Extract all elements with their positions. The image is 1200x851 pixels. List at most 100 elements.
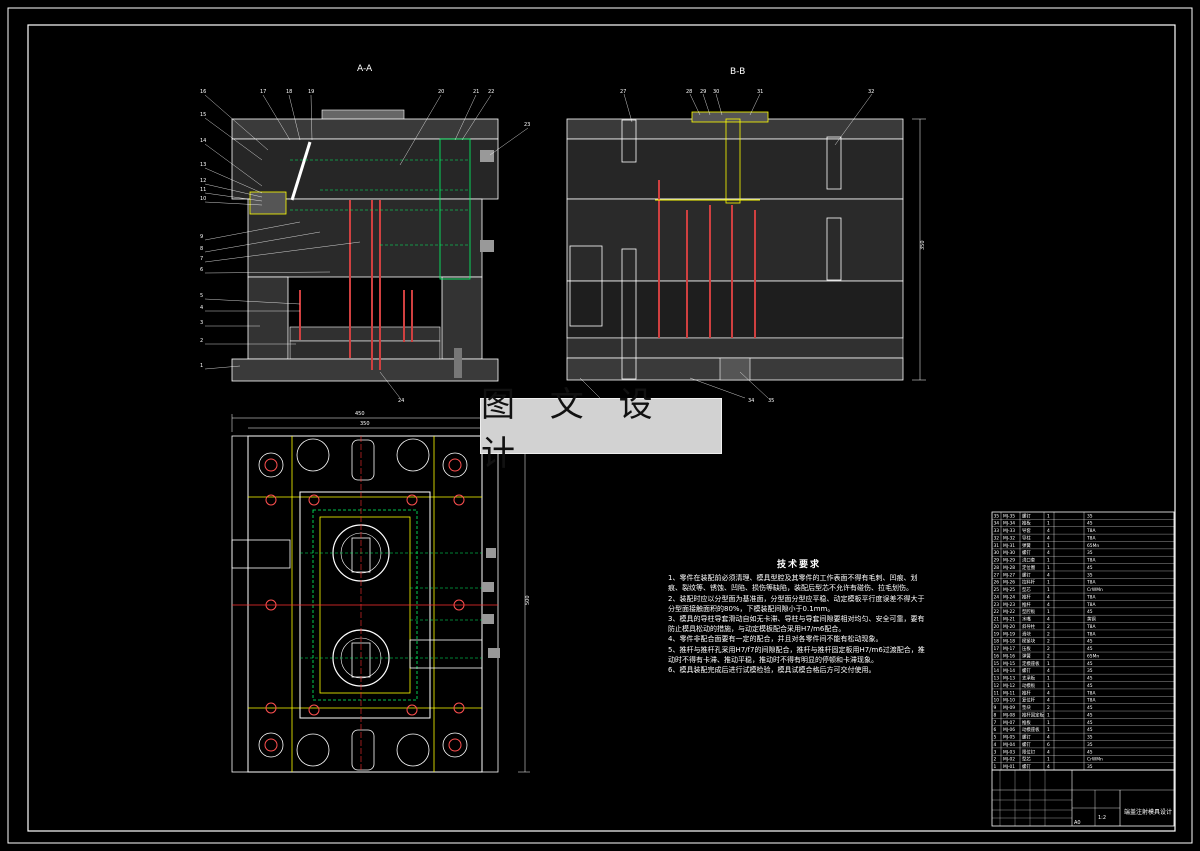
title-block-title: 端盖注射模具设计 xyxy=(1124,808,1172,816)
svg-text:23: 23 xyxy=(524,122,530,128)
svg-text:31: 31 xyxy=(757,89,763,95)
bom-cell: MJ-33 xyxy=(1003,528,1015,534)
bom-cell: MJ-21 xyxy=(1003,617,1015,623)
bom-cell: 拉料杆 xyxy=(1022,579,1036,586)
bom-cell: 4 xyxy=(1047,602,1050,608)
svg-text:5: 5 xyxy=(200,293,203,299)
bom-cell: 螺钉 xyxy=(1022,741,1031,748)
svg-text:500: 500 xyxy=(525,595,531,605)
bom-cell: 4 xyxy=(1047,698,1050,704)
bom-cell: 21 xyxy=(994,617,1000,623)
bom-cell: 4 xyxy=(1047,572,1050,578)
bom-cell: MJ-16 xyxy=(1003,653,1015,659)
bom-cell: 2 xyxy=(1047,639,1050,645)
bom-cell: CrWMn xyxy=(1087,587,1103,593)
bom-cell: 水嘴 xyxy=(1022,616,1031,623)
bom-cell: 34 xyxy=(994,521,1000,527)
bom-cell: 推杆 xyxy=(1022,593,1031,600)
bom-cell: 1 xyxy=(1047,565,1050,571)
bom-cell: MJ-23 xyxy=(1003,602,1015,608)
svg-text:350: 350 xyxy=(360,421,370,427)
svg-text:22: 22 xyxy=(488,89,494,95)
bom-cell: 4 xyxy=(1047,735,1050,741)
bom-cell: 限位钉 xyxy=(1022,748,1036,755)
bom-cell: 弹簧 xyxy=(1022,652,1031,659)
bom-cell: 28 xyxy=(994,565,1000,571)
title-block-scale: 1:2 xyxy=(1098,815,1106,821)
bom-cell: MJ-27 xyxy=(1003,572,1015,578)
bom-cell: 导柱 xyxy=(1022,534,1031,541)
watermark-banner: 图 文 设 计 xyxy=(480,385,722,474)
svg-text:17: 17 xyxy=(260,89,266,95)
bom-cell: 5 xyxy=(994,735,997,741)
bom-cell: 27 xyxy=(994,572,1000,578)
bom-cell: 29 xyxy=(994,558,1000,564)
bom-cell: MJ-34 xyxy=(1003,521,1015,527)
bom-cell: 1 xyxy=(1047,580,1050,586)
bom-cell: MJ-19 xyxy=(1003,631,1015,637)
bom-cell: T8A xyxy=(1086,558,1095,564)
bom-cell: 17 xyxy=(994,646,1000,652)
bom-cell: 35 xyxy=(994,513,1000,519)
bom-cell: 45 xyxy=(1087,705,1093,711)
svg-text:1: 1 xyxy=(200,363,203,369)
bom-cell: 2 xyxy=(1047,653,1050,659)
bom-cell: MJ-08 xyxy=(1003,712,1015,718)
bom-cell: 2 xyxy=(1047,705,1050,711)
bom-cell: MJ-02 xyxy=(1003,757,1015,763)
svg-text:28: 28 xyxy=(686,89,692,95)
bom-cell: 1 xyxy=(994,764,997,770)
bom-cell: 1 xyxy=(1047,661,1050,667)
svg-text:34: 34 xyxy=(748,398,754,404)
bom-frame xyxy=(991,511,1175,771)
bom-cell: 45 xyxy=(1087,727,1093,733)
bom-cell: 20 xyxy=(994,624,1000,630)
bom-cell: 螺钉 xyxy=(1022,763,1031,770)
bom-cell: 45 xyxy=(1087,639,1093,645)
notes-title: 技术要求 xyxy=(776,560,821,570)
svg-text:6: 6 xyxy=(200,267,203,273)
svg-text:16: 16 xyxy=(200,89,206,95)
bom-cell: 4 xyxy=(1047,528,1050,534)
svg-text:12: 12 xyxy=(200,178,206,184)
bom-cell: MJ-25 xyxy=(1003,587,1015,593)
svg-text:13: 13 xyxy=(200,162,206,168)
bom-cell: 45 xyxy=(1087,646,1093,652)
bom-cell: 螺钉 xyxy=(1022,667,1031,674)
bom-cell: 25 xyxy=(994,587,1000,593)
title-block: 1:2 A0 端盖注射模具设计 xyxy=(991,769,1175,827)
bom-cell: 35 xyxy=(1087,550,1093,556)
bom-cell: 1 xyxy=(1047,712,1050,718)
bom-cell: 推板 xyxy=(1022,719,1031,726)
svg-text:350: 350 xyxy=(920,240,926,250)
bom-cell: 10 xyxy=(994,698,1000,704)
bom-cell: 31 xyxy=(994,543,1000,549)
bom-cell: 斜导柱 xyxy=(1022,623,1036,630)
svg-text:20: 20 xyxy=(438,89,444,95)
bom-cell: 45 xyxy=(1087,712,1093,718)
bom-cell: 4 xyxy=(1047,550,1050,556)
bom-cell: MJ-09 xyxy=(1003,705,1015,711)
bom-cell: MJ-18 xyxy=(1003,639,1015,645)
bom-cell: 19 xyxy=(994,631,1000,637)
bom-cell: 4 xyxy=(994,742,997,748)
bom-cell: MJ-12 xyxy=(1003,683,1015,689)
bom-cell: 螺钉 xyxy=(1022,571,1031,578)
svg-text:3: 3 xyxy=(200,320,203,326)
bom-cell: MJ-22 xyxy=(1003,609,1015,615)
bom-cell: 压板 xyxy=(1022,645,1031,652)
bom-cell: 33 xyxy=(994,528,1000,534)
title-block-sheet: A0 xyxy=(1074,820,1081,826)
bom-cell: 滑块 xyxy=(1022,630,1031,637)
svg-text:14: 14 xyxy=(200,138,206,144)
svg-text:10: 10 xyxy=(200,196,206,202)
svg-text:27: 27 xyxy=(620,89,626,95)
bom-cell: MJ-20 xyxy=(1003,624,1015,630)
bom-cell: MJ-15 xyxy=(1003,661,1015,667)
svg-text:11: 11 xyxy=(200,187,206,193)
bom-cell: MJ-30 xyxy=(1003,550,1015,556)
bom-cell: T8A xyxy=(1086,602,1095,608)
svg-text:8: 8 xyxy=(200,246,203,252)
bom-cell: 13 xyxy=(994,676,1000,682)
bom-cell: 型芯 xyxy=(1022,586,1031,593)
